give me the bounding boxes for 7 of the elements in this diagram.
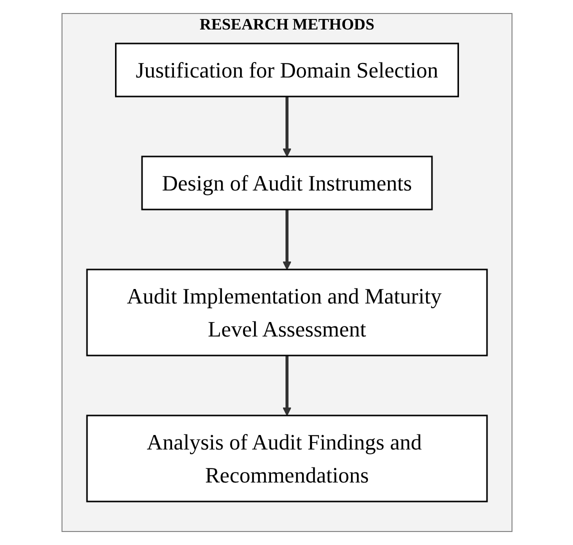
node-box: Design of Audit Instruments bbox=[140, 156, 432, 210]
node-box: Analysis of Audit Findings and Recommendations bbox=[86, 414, 488, 502]
node-box: Justification for Domain Selection bbox=[114, 42, 458, 98]
arrow bbox=[282, 356, 291, 416]
arrow bbox=[282, 210, 291, 270]
arrow bbox=[282, 96, 291, 157]
node-box: Audit Implementation and Maturity Level Assessment bbox=[86, 268, 488, 356]
